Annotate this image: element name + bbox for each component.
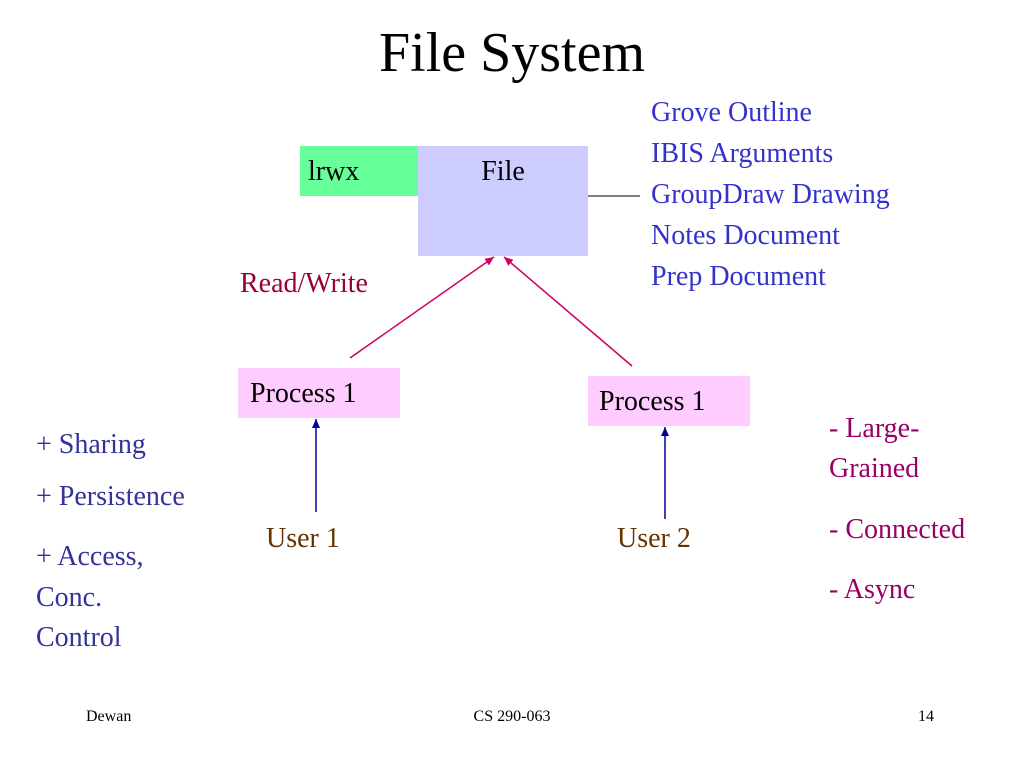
advantage-item: Control <box>36 622 122 653</box>
file-type-item: GroupDraw Drawing <box>651 179 890 210</box>
advantage-item: + Sharing <box>36 429 146 460</box>
footer-author: Dewan <box>86 708 132 725</box>
permission-box <box>300 146 418 196</box>
process-right-box <box>588 376 750 426</box>
read-write-label: Read/Write <box>240 268 368 299</box>
file-type-item: Prep Document <box>651 261 826 292</box>
drawback-item: - Async <box>829 574 916 605</box>
permission-label: lrwx <box>308 156 360 187</box>
drawback-item: - Large- <box>829 413 920 444</box>
user-right-label: User 2 <box>617 523 691 554</box>
slide-title: File System <box>378 22 646 84</box>
drawback-item: Grained <box>829 453 920 484</box>
footer-course: CS 290-063 <box>473 708 551 725</box>
process-right-label: Process 1 <box>599 386 706 417</box>
user-left-label: User 1 <box>266 523 340 554</box>
read-write-arrow-right <box>503 256 633 367</box>
advantage-item: + Access, <box>36 541 144 572</box>
footer-page-number: 14 <box>918 708 934 725</box>
advantage-item: + Persistence <box>36 481 185 512</box>
file-label: File <box>481 156 525 187</box>
file-box <box>418 146 588 256</box>
drawback-item: - Connected <box>829 514 966 545</box>
file-type-item: IBIS Arguments <box>651 138 834 169</box>
process-left-box <box>238 368 400 418</box>
file-type-item: Grove Outline <box>651 97 812 128</box>
process-left-label: Process 1 <box>250 378 357 409</box>
file-type-item: Notes Document <box>651 220 840 251</box>
advantage-item: Conc. <box>36 582 103 613</box>
read-write-arrow-left <box>349 256 495 359</box>
